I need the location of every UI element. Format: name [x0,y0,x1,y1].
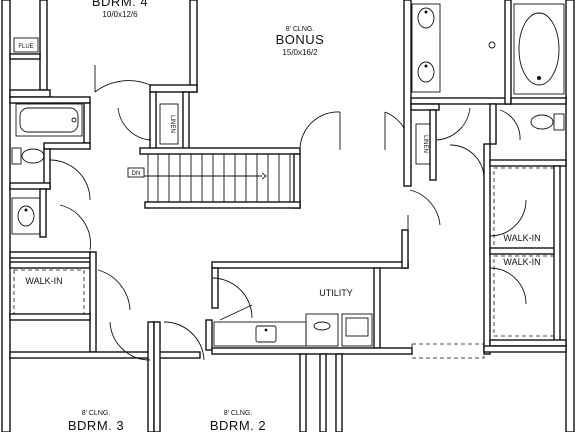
linen-right-door-swing [435,107,471,141]
bdrm3-door-swing [109,321,151,361]
master-toilet [530,113,565,131]
bonus-name: BONUS [276,32,325,47]
bonus-dims: 15/0x16/2 [282,48,318,57]
stair-dn-box [127,167,145,178]
bonus-door-swing-left [299,111,341,151]
toilet-left [11,147,45,165]
walkin-upper-door-swing [489,199,527,237]
utility-counter [213,321,307,347]
utility-walls [205,229,409,351]
washer-dryer [305,313,373,347]
toilet-door-swing [499,109,521,141]
bdrm3-ceiling: 8' CLNG. [82,410,111,417]
sink-left [11,197,41,235]
left-bath-door-swing [49,159,91,201]
bdrm2-ceiling: 8' CLNG. [224,410,253,417]
walkin-right-upper-label: WALK-IN [503,233,540,243]
linen-right-walls [410,103,440,181]
left-walkin-walls [9,251,97,353]
linen-left-label: LINEN [169,115,175,133]
master-bath-walls [403,0,567,187]
bdrm4-door-swing [94,80,151,93]
flue-label: FLUE [18,44,33,50]
linen-right-label: LINEN [422,135,428,153]
bathtub-left [15,103,83,137]
stair-treads [157,154,291,202]
staircase [139,147,301,209]
bdrm4-dims: 10/0x12/6 [102,10,138,19]
master-tub [488,3,565,95]
bdrm4-walls [9,0,198,98]
walkin-left-door-swing [97,269,131,311]
right-closets-walls [483,143,567,355]
bdrm3-name: BDRM. 3 [68,418,124,432]
walkin-left-label: WALK-IN [25,276,62,286]
master-vanity [411,3,441,93]
flue-box: FLUE [9,37,41,60]
bottom-walls [9,321,567,432]
left-bath-walls [9,96,91,259]
stair-dn-label: DN [132,171,141,177]
bdrm2-door-swing [163,321,205,361]
bdrm4-name: BDRM. 4 [92,0,148,9]
utility-name: UTILITY [319,288,353,298]
walkin-right-lower-label: WALK-IN [503,257,540,267]
right-hall-door-swing [409,189,441,226]
bdrm2-name: BDRM. 2 [210,418,266,432]
linen-left-door-swing [117,107,151,141]
left-hall-door-swing [59,204,91,251]
walkin-lower-door-swing [489,267,527,305]
bonus-ceiling: 8' CLNG. [286,26,315,33]
utility-door-leaf [219,304,253,321]
master-hall-door-swing [449,144,485,179]
stair-arrow-icon [261,172,267,180]
utility-door-swing [211,277,253,319]
